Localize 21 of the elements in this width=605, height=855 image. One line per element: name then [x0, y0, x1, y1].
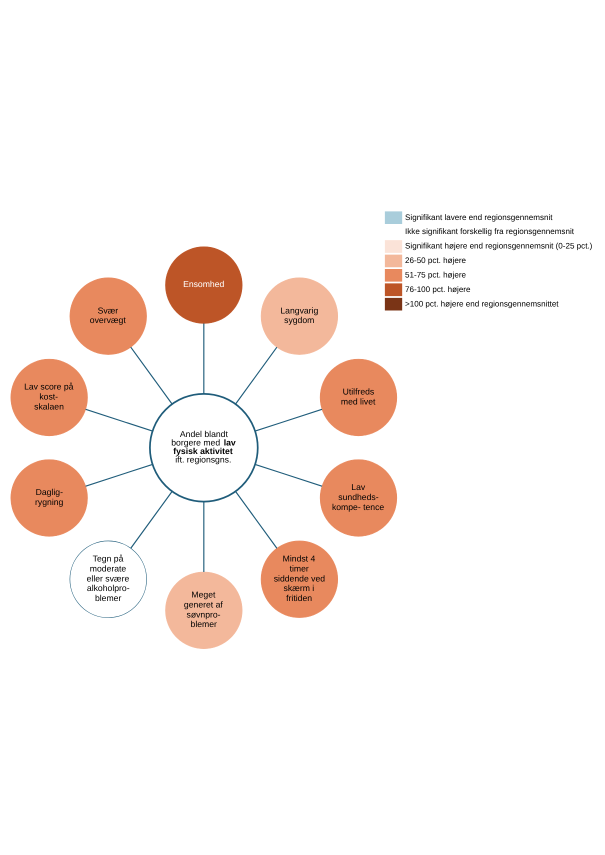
node-circle: Langvarig sygdom: [260, 277, 338, 354]
node-circle: Andel blandt borgere med lav fysisk aktivitet ift. regionsgns.: [149, 392, 259, 502]
node-circle: Meget generet af søvnpro- blemer: [165, 571, 242, 648]
node-circle: Lav score på kost- skalaen: [10, 358, 88, 436]
connector: [254, 463, 322, 486]
node-circle: Tegn på moderate eller svære alkoholpro- blemer: [70, 540, 147, 618]
connector: [203, 322, 204, 394]
node-circle: Daglig- rygning: [10, 458, 88, 536]
connector: [85, 463, 153, 486]
connector: [235, 346, 278, 404]
connector: [203, 501, 204, 572]
connector: [130, 490, 173, 548]
node-circle: Mindst 4 timer siddende ved skærm i fritiden: [260, 540, 338, 618]
connector: [254, 408, 322, 432]
connector: [235, 490, 278, 548]
connector: [85, 408, 153, 432]
node-circle: Svær overvægt: [70, 277, 147, 354]
connector: [130, 346, 173, 404]
node-circle: Utilfreds med livet: [320, 358, 398, 436]
node-circle: Ensomhed: [165, 246, 242, 324]
node-circle: Lav sundheds- kompe- tence: [320, 458, 398, 536]
